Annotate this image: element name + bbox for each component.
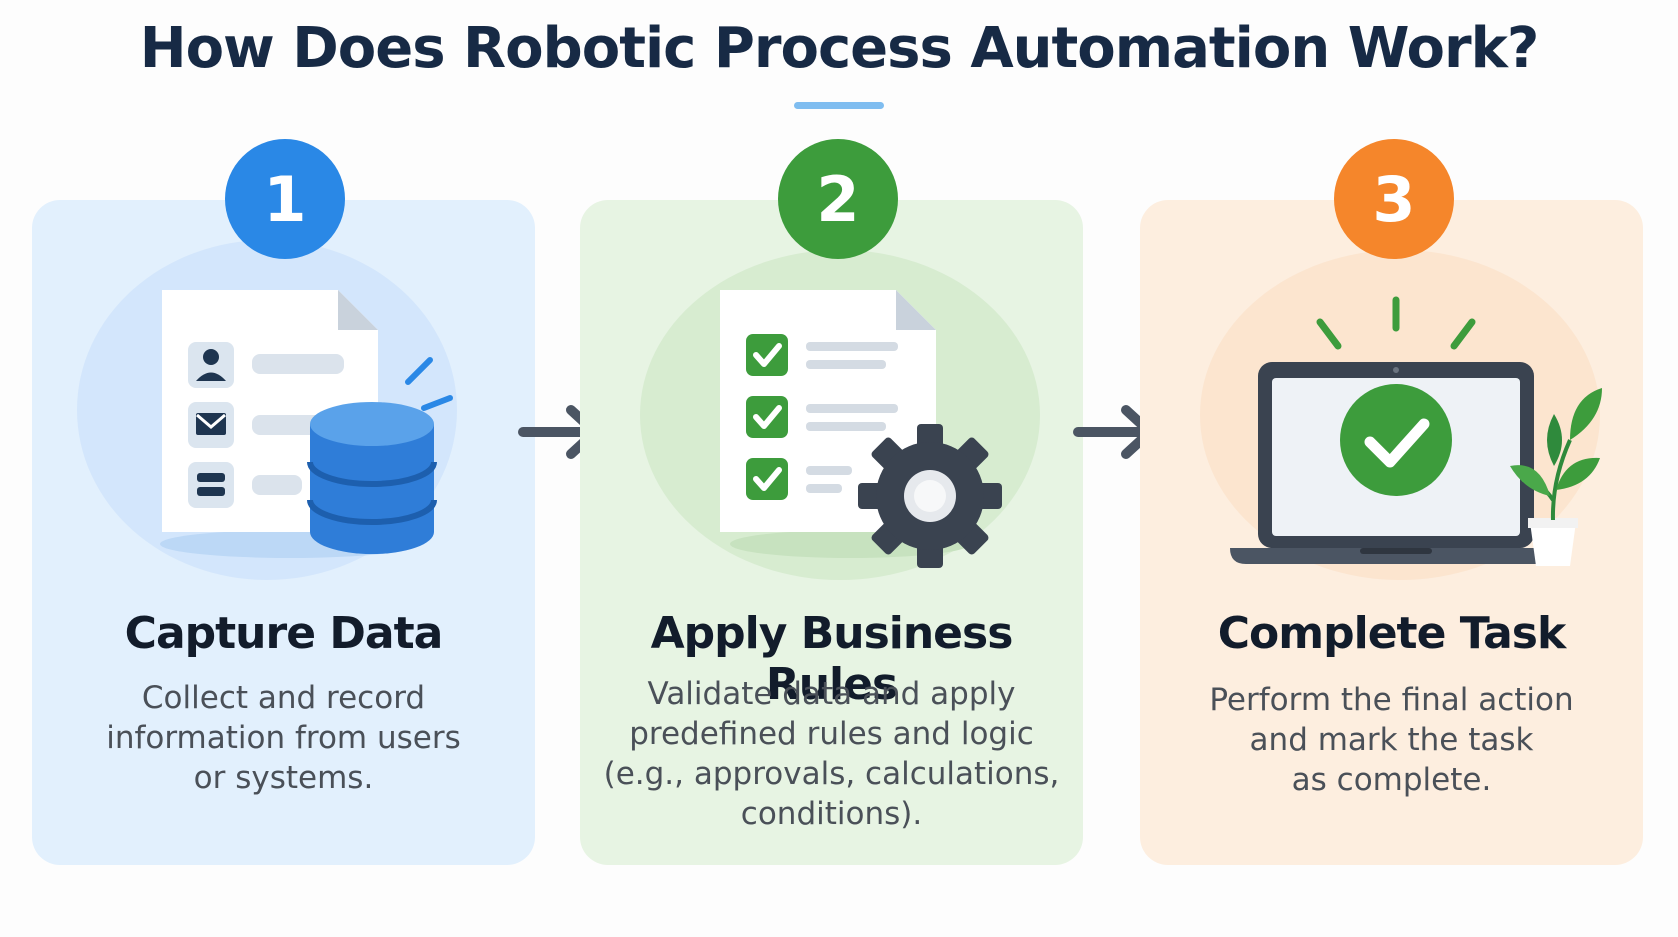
user-icon	[188, 342, 234, 388]
step-number-badge: 2	[778, 139, 898, 259]
step-number-badge: 3	[1334, 139, 1454, 259]
highlight-rays	[1316, 296, 1476, 350]
plant-icon	[1510, 388, 1602, 566]
step-title: Complete Task	[1217, 608, 1566, 659]
capture-data-illustration	[160, 290, 453, 558]
step-title: Apply Business Rules	[650, 608, 1014, 710]
complete-task-illustration	[1230, 296, 1602, 566]
step-description: Collect and record information from user…	[106, 680, 461, 796]
check-circle-icon	[1340, 384, 1452, 496]
step-description: Validate data and apply predefined rules…	[603, 676, 1060, 832]
mail-icon	[188, 402, 234, 448]
gear-icon	[858, 424, 1002, 568]
motion-lines	[405, 357, 453, 411]
step-number-badge: 1	[225, 139, 345, 259]
business-rules-illustration	[720, 290, 1002, 568]
step-description: Perform the final action and mark the ta…	[1209, 682, 1574, 798]
page-title: How Does Robotic Process Automation Work…	[139, 16, 1540, 81]
title-underline	[794, 102, 884, 109]
step-title: Capture Data	[124, 608, 444, 659]
list-icon	[188, 462, 234, 508]
database-icon	[307, 402, 437, 554]
